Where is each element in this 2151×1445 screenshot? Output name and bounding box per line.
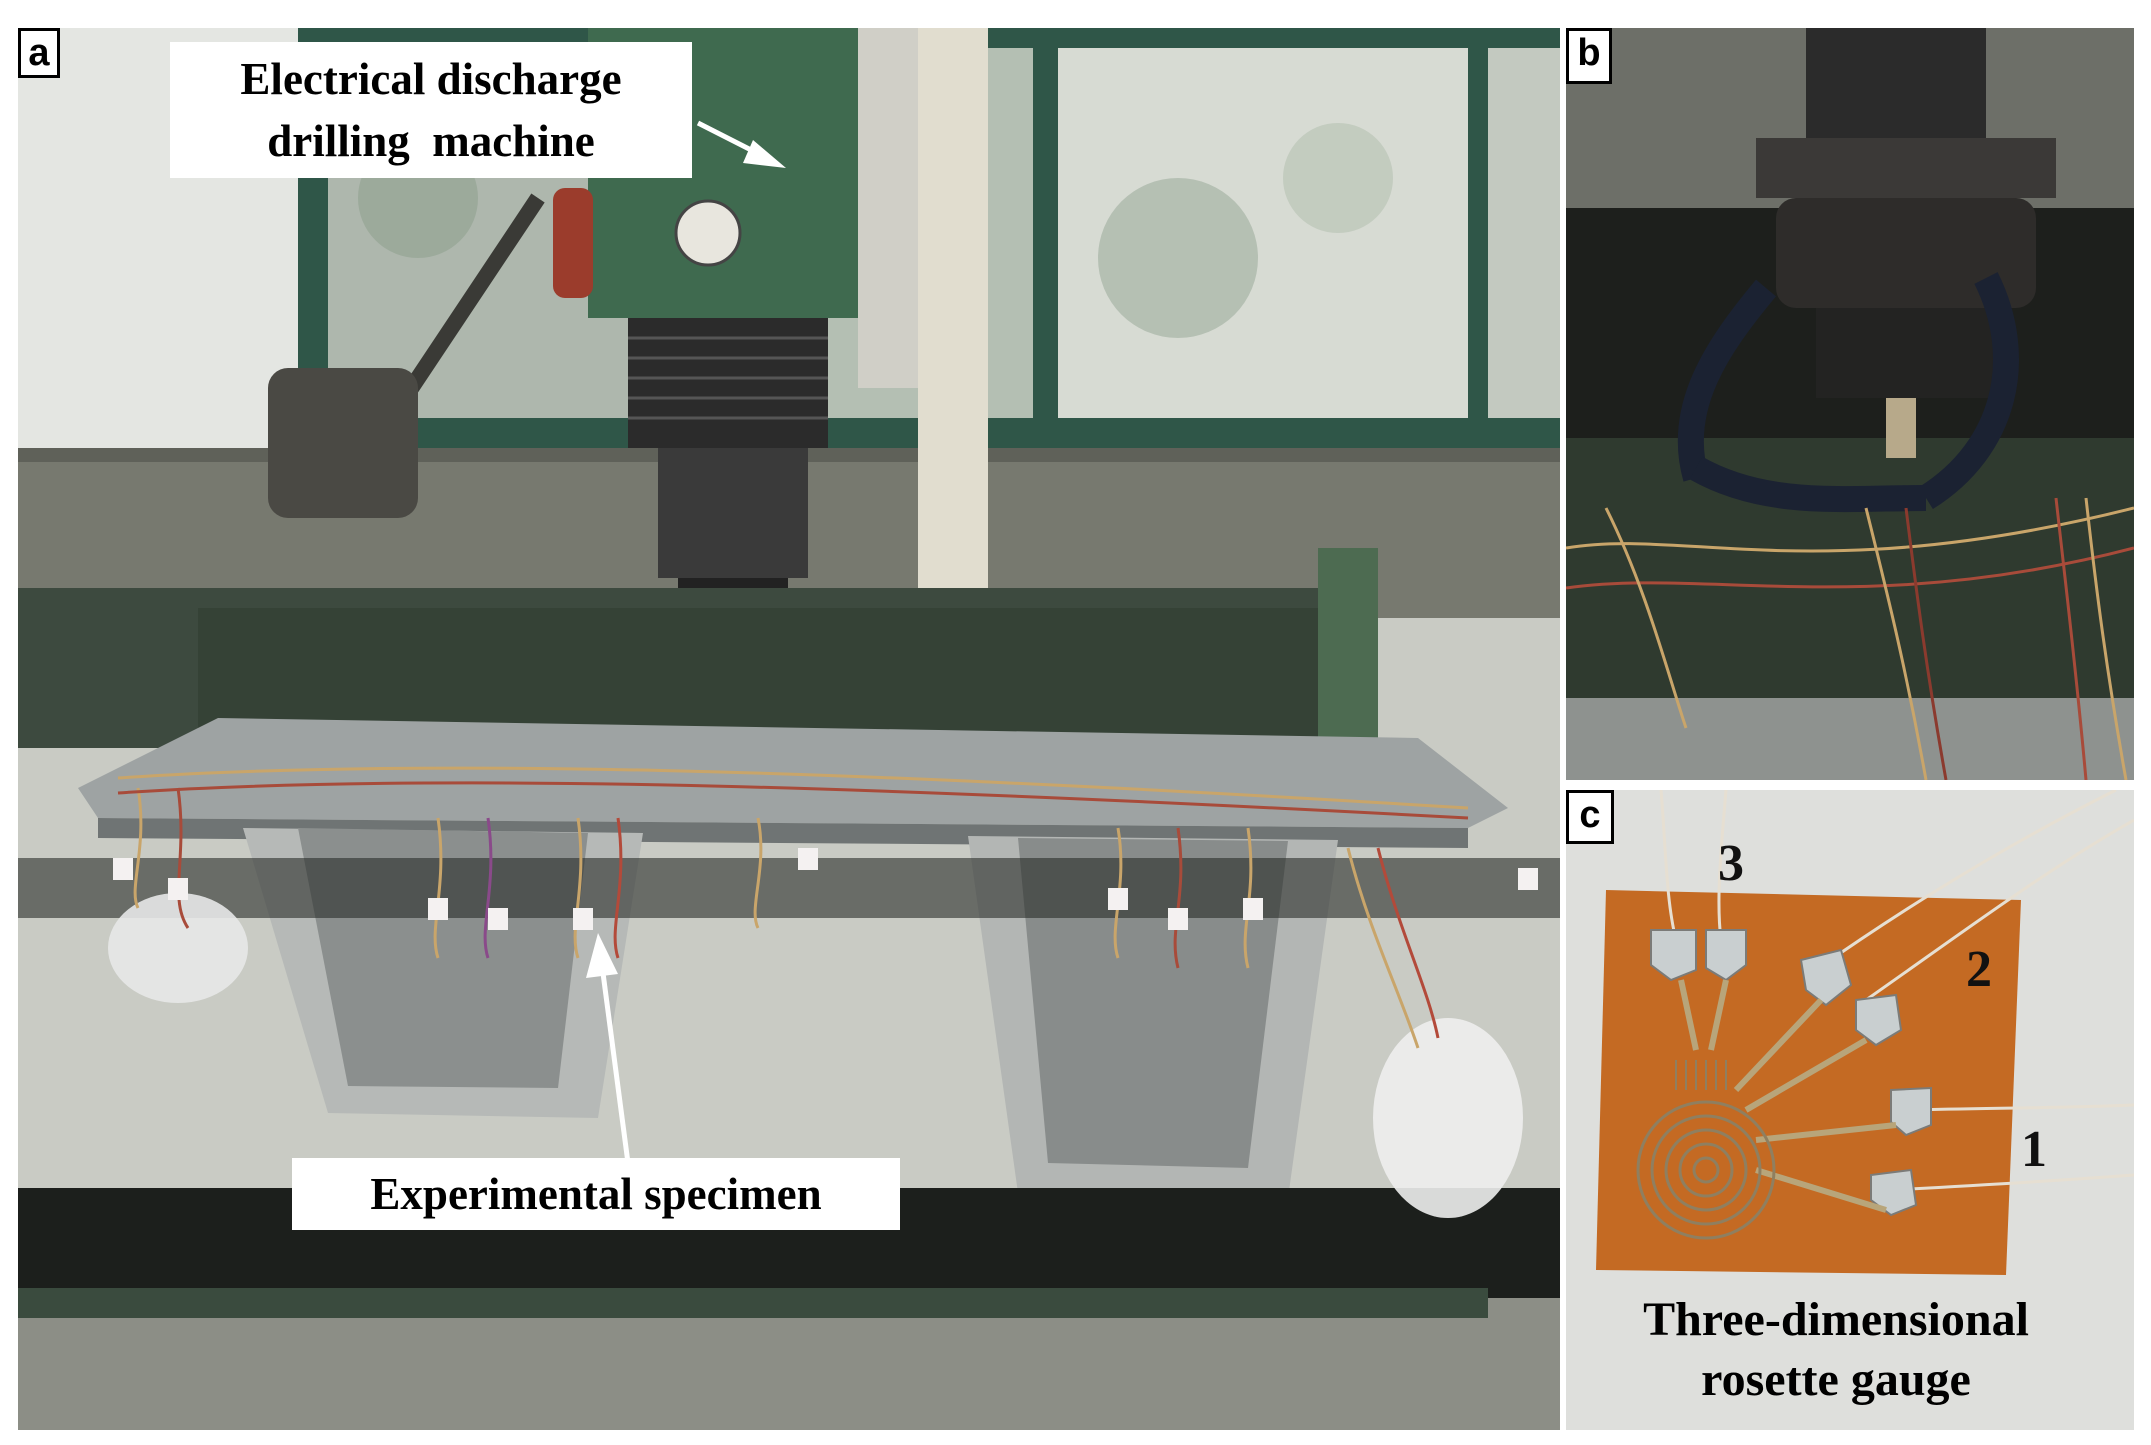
gauge-number-2: 2	[1966, 941, 1992, 998]
specimen-label: Experimental specimen	[292, 1158, 900, 1230]
gauge-number-1: 1	[2021, 1121, 2047, 1178]
panel-a-letter: a	[18, 28, 60, 78]
machine-label: Electrical discharge drilling machine	[170, 42, 692, 178]
gauge-label: Three-dimensional rosette gauge	[1586, 1290, 2086, 1416]
panel-b-letter: b	[1566, 28, 1612, 84]
panel-c-letter: c	[1566, 790, 1614, 844]
panel-b-photo: b	[1566, 28, 2134, 780]
gauge-label-line2: rosette gauge	[1701, 1353, 1971, 1406]
panel-c-photo: c 3 2 1 Three-dimensional rosette gauge	[1566, 790, 2134, 1430]
gauge-number-3: 3	[1718, 835, 1744, 892]
gauge-label-line1: Three-dimensional	[1643, 1293, 2029, 1346]
panel-a-photo: a Electrical discharge drilling machine …	[18, 28, 1560, 1430]
electrode-closeup-photo	[1566, 28, 2134, 780]
machine-label-line2: drilling machine	[267, 116, 595, 166]
machine-label-line1: Electrical discharge	[240, 54, 622, 104]
rosette-gauge-photo	[1566, 790, 2134, 1430]
